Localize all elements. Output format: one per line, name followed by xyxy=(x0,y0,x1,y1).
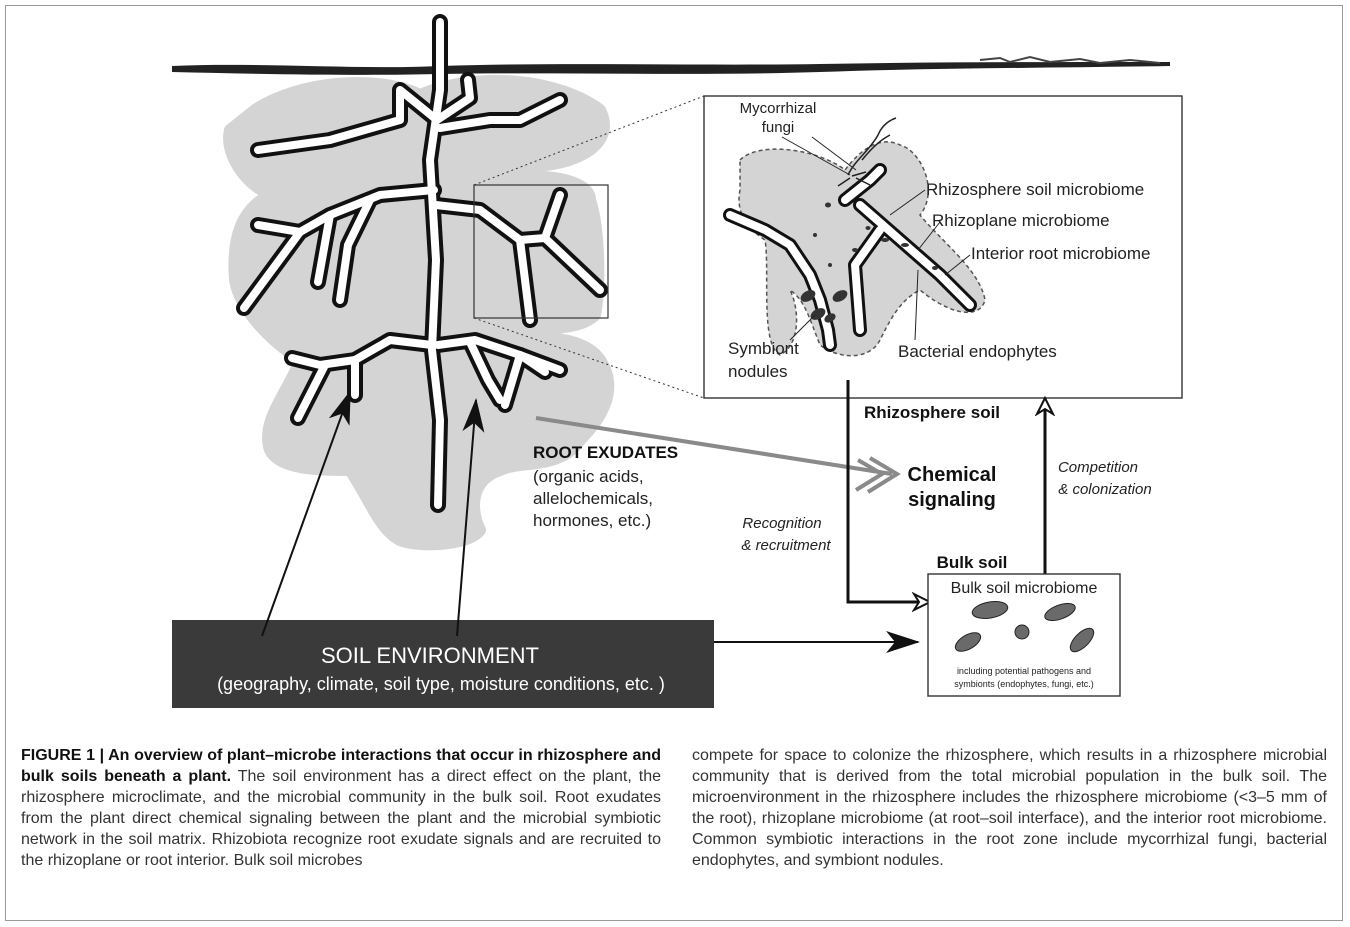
label-fungi: fungi xyxy=(762,119,795,136)
caption-left: FIGURE 1 | An overview of plant–microbe … xyxy=(21,745,661,871)
label-root-exudates: ROOT EXUDATES xyxy=(533,443,678,462)
label-rhizosphere-soil: Rhizosphere soil xyxy=(864,403,1000,422)
label-bulk-soil-microbiome: Bulk soil microbiome xyxy=(951,580,1098,597)
label-bulk-soil: Bulk soil xyxy=(937,553,1008,572)
label-interior-root-microbiome: Interior root microbiome xyxy=(971,244,1151,263)
label-pathogens-2: symbionts (endophytes, fungi, etc.) xyxy=(954,679,1094,689)
label-chemical: Chemical xyxy=(908,464,997,486)
rhizosphere-inset: Mycorrhizal fungi Rhizosphere soil micro… xyxy=(704,96,1182,398)
label-mycorrhizal: Mycorrhizal xyxy=(740,100,817,117)
label-competition: Competition xyxy=(1058,459,1138,476)
label-exudates-line2: allelochemicals, xyxy=(533,489,653,508)
soil-environment-subtitle: (geography, climate, soil type, moisture… xyxy=(217,674,665,694)
label-bacterial-endophytes: Bacterial endophytes xyxy=(898,342,1057,361)
label-pathogens-1: including potential pathogens and xyxy=(957,666,1091,676)
label-rhizosphere-soil-microbiome: Rhizosphere soil microbiome xyxy=(926,180,1144,199)
figure-illustration: Mycorrhizal fungi Rhizosphere soil micro… xyxy=(0,0,1350,720)
bulk-soil-box: Bulk soil microbiome including potential… xyxy=(928,574,1120,696)
label-exudates-line1: (organic acids, xyxy=(533,467,644,486)
label-recognition: Recognition xyxy=(742,515,821,532)
label-rhizoplane-microbiome: Rhizoplane microbiome xyxy=(932,211,1110,230)
soil-environment-box: SOIL ENVIRONMENT (geography, climate, so… xyxy=(172,620,714,708)
soil-surface xyxy=(172,57,1170,75)
label-signaling: signaling xyxy=(908,489,996,511)
label-exudates-line3: hormones, etc.) xyxy=(533,511,651,530)
label-recruitment: & recruitment xyxy=(741,537,831,554)
label-symbiont: Symbiont xyxy=(728,339,799,358)
caption-right: compete for space to colonize the rhizos… xyxy=(692,745,1327,871)
soil-environment-title: SOIL ENVIRONMENT xyxy=(321,643,539,668)
label-nodules: nodules xyxy=(728,362,788,381)
label-colonization: & colonization xyxy=(1058,481,1151,498)
